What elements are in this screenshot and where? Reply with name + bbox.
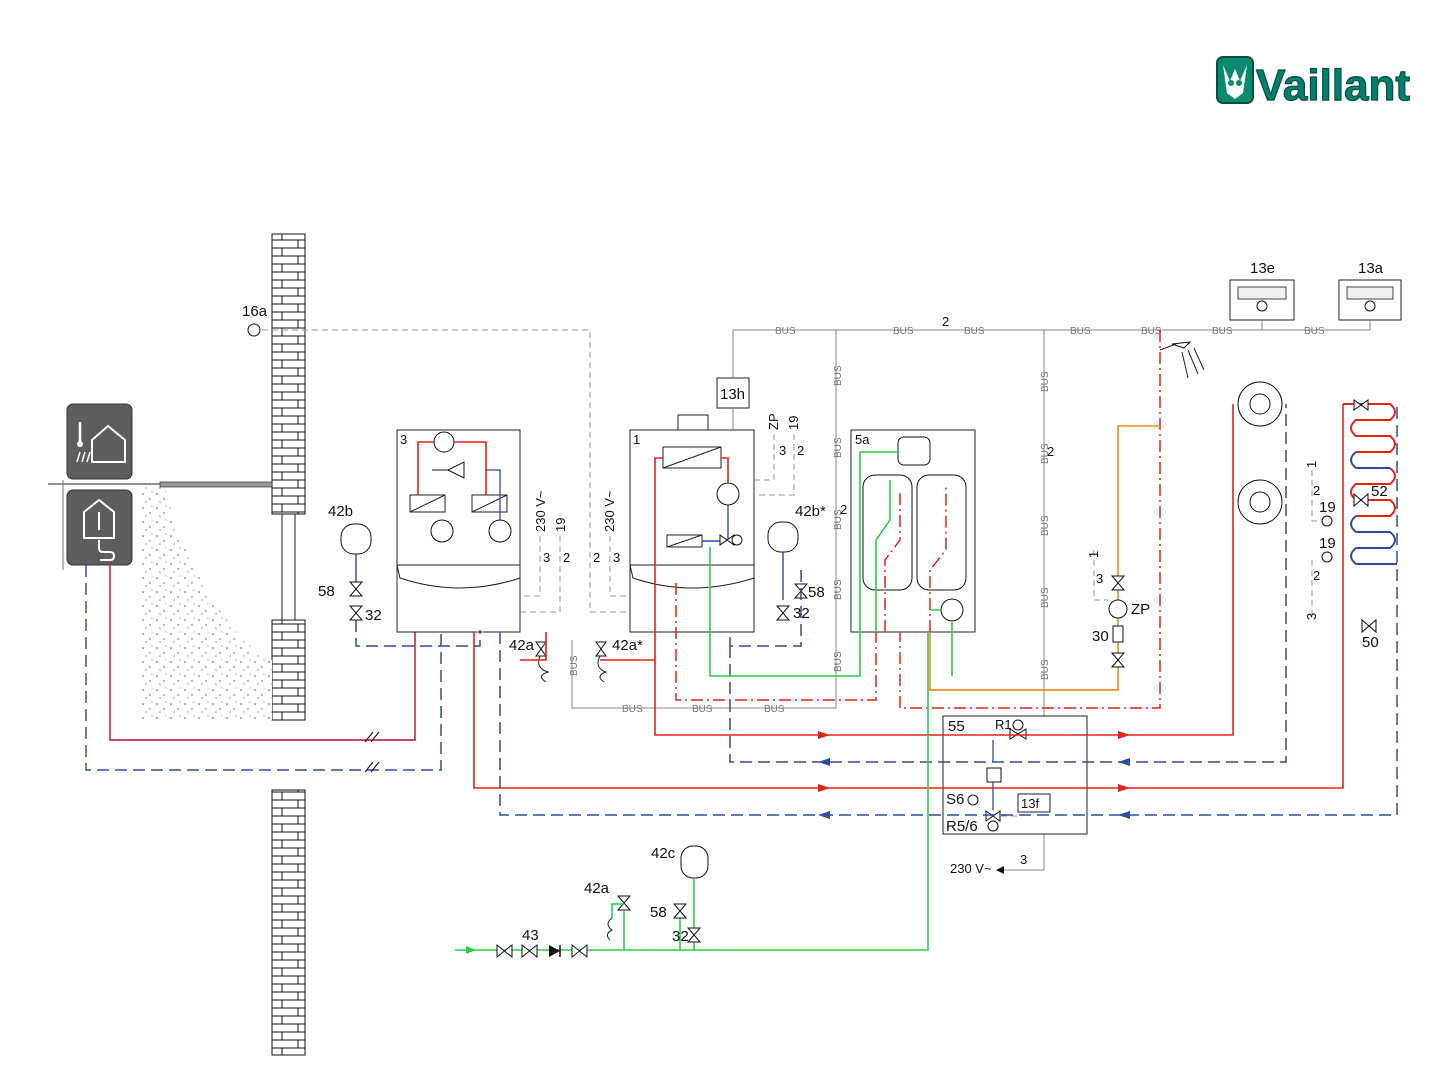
label-s6: S6: [946, 791, 964, 808]
note-2c: 2: [797, 443, 804, 458]
label-32-bottom: 32: [672, 928, 689, 945]
note-2e: 2: [840, 502, 847, 517]
bus-tag-12: BUS: [833, 365, 844, 386]
bus-tag-21: BUS: [1040, 659, 1051, 680]
label-42a-star: 42a*: [612, 637, 643, 654]
label-58-left: 58: [318, 583, 335, 600]
wall-lower: [272, 790, 305, 1055]
note-3b: 3: [613, 550, 620, 565]
label-r1: R1: [995, 717, 1012, 732]
label-19-v2: 19: [786, 416, 801, 430]
expansion-vessel-icon: [341, 524, 371, 554]
label-zp: ZP: [1131, 601, 1150, 618]
label-55: 55: [948, 718, 965, 735]
bus-tag-3: BUS: [692, 704, 713, 715]
note-3f: 3: [1304, 613, 1319, 620]
note-3c: 3: [779, 443, 786, 458]
label-19-b: 19: [1319, 535, 1336, 552]
bus-tag-4: BUS: [764, 704, 785, 715]
label-230v-bottom: 230 V~: [950, 861, 992, 876]
controller-13a: [1339, 280, 1401, 320]
bus-tag-5: BUS: [775, 326, 796, 337]
label-r5-6: R5/6: [946, 818, 978, 835]
note-2f: 2: [1047, 444, 1054, 459]
label-16a: 16a: [242, 303, 268, 320]
label-42a-left: 42a: [509, 637, 535, 654]
bus-tag-15: BUS: [833, 579, 844, 600]
bus-tag-9: BUS: [1141, 326, 1162, 337]
bus-tag-17: BUS: [1040, 371, 1051, 392]
note-3e: 3: [1020, 852, 1027, 867]
bus-tag-6: BUS: [893, 326, 914, 337]
underfloor-loop: [1343, 404, 1395, 452]
label-zp-v: ZP: [766, 413, 781, 430]
label-230v-a: 230 V~: [533, 490, 548, 532]
bus-tag-20: BUS: [1040, 587, 1051, 608]
bus-tag-7: BUS: [964, 326, 985, 337]
label-42b-star: 42b*: [795, 503, 826, 520]
label-58-bottom: 58: [650, 904, 667, 921]
label-5a: 5a: [855, 432, 870, 447]
label-43: 43: [522, 927, 539, 944]
label-3: 3: [400, 432, 407, 447]
label-58-mid: 58: [808, 584, 825, 601]
bus-tag-10: BUS: [1212, 326, 1233, 337]
ground-source-loop-icon: [67, 490, 132, 565]
note-3d: 3: [1096, 571, 1103, 586]
bus-tag-13: BUS: [833, 437, 844, 458]
label-42b-left: 42b: [328, 503, 353, 520]
label-13f: 13f: [1021, 796, 1039, 811]
label-13h: 13h: [720, 386, 745, 403]
ground-soil: [140, 484, 272, 720]
label-32-left: 32: [365, 607, 382, 624]
note-2h: 2: [1313, 568, 1320, 583]
note-3a: 3: [543, 550, 550, 565]
note-2a: 2: [563, 550, 570, 565]
label-13e: 13e: [1250, 260, 1275, 277]
bus-tag-11: BUS: [1304, 326, 1325, 337]
boiler-unit: [630, 430, 754, 632]
pump-icon: [434, 432, 454, 452]
label-13a: 13a: [1358, 260, 1384, 277]
wall-upper: [272, 234, 305, 514]
label-230v-b: 230 V~: [602, 490, 617, 532]
label-42c: 42c: [651, 845, 676, 862]
note-1b: 1: [1304, 461, 1319, 468]
controller-13e: [1230, 280, 1294, 320]
label-30: 30: [1092, 628, 1109, 645]
label-52: 52: [1371, 483, 1388, 500]
note-1a: 1: [1086, 551, 1101, 558]
note-2d: 2: [942, 314, 949, 329]
house-thermometer-icon: [67, 404, 132, 479]
label-1: 1: [633, 432, 640, 447]
outdoor-sensor-icon: [248, 324, 260, 336]
label-42a-bottom: 42a: [584, 880, 610, 897]
note-2g: 2: [1313, 483, 1320, 498]
bus-tag-16: BUS: [833, 651, 844, 672]
bus-tag-8: BUS: [1070, 326, 1091, 337]
wall-middle: [272, 620, 305, 720]
bus-tag-1: BUS: [569, 655, 580, 676]
label-50: 50: [1362, 634, 1379, 651]
note-2b: 2: [593, 550, 600, 565]
bus-tag-19: BUS: [1040, 515, 1051, 536]
label-19-v: 19: [553, 518, 568, 532]
bus-tag-2: BUS: [622, 704, 643, 715]
label-19-a: 19: [1319, 499, 1336, 516]
